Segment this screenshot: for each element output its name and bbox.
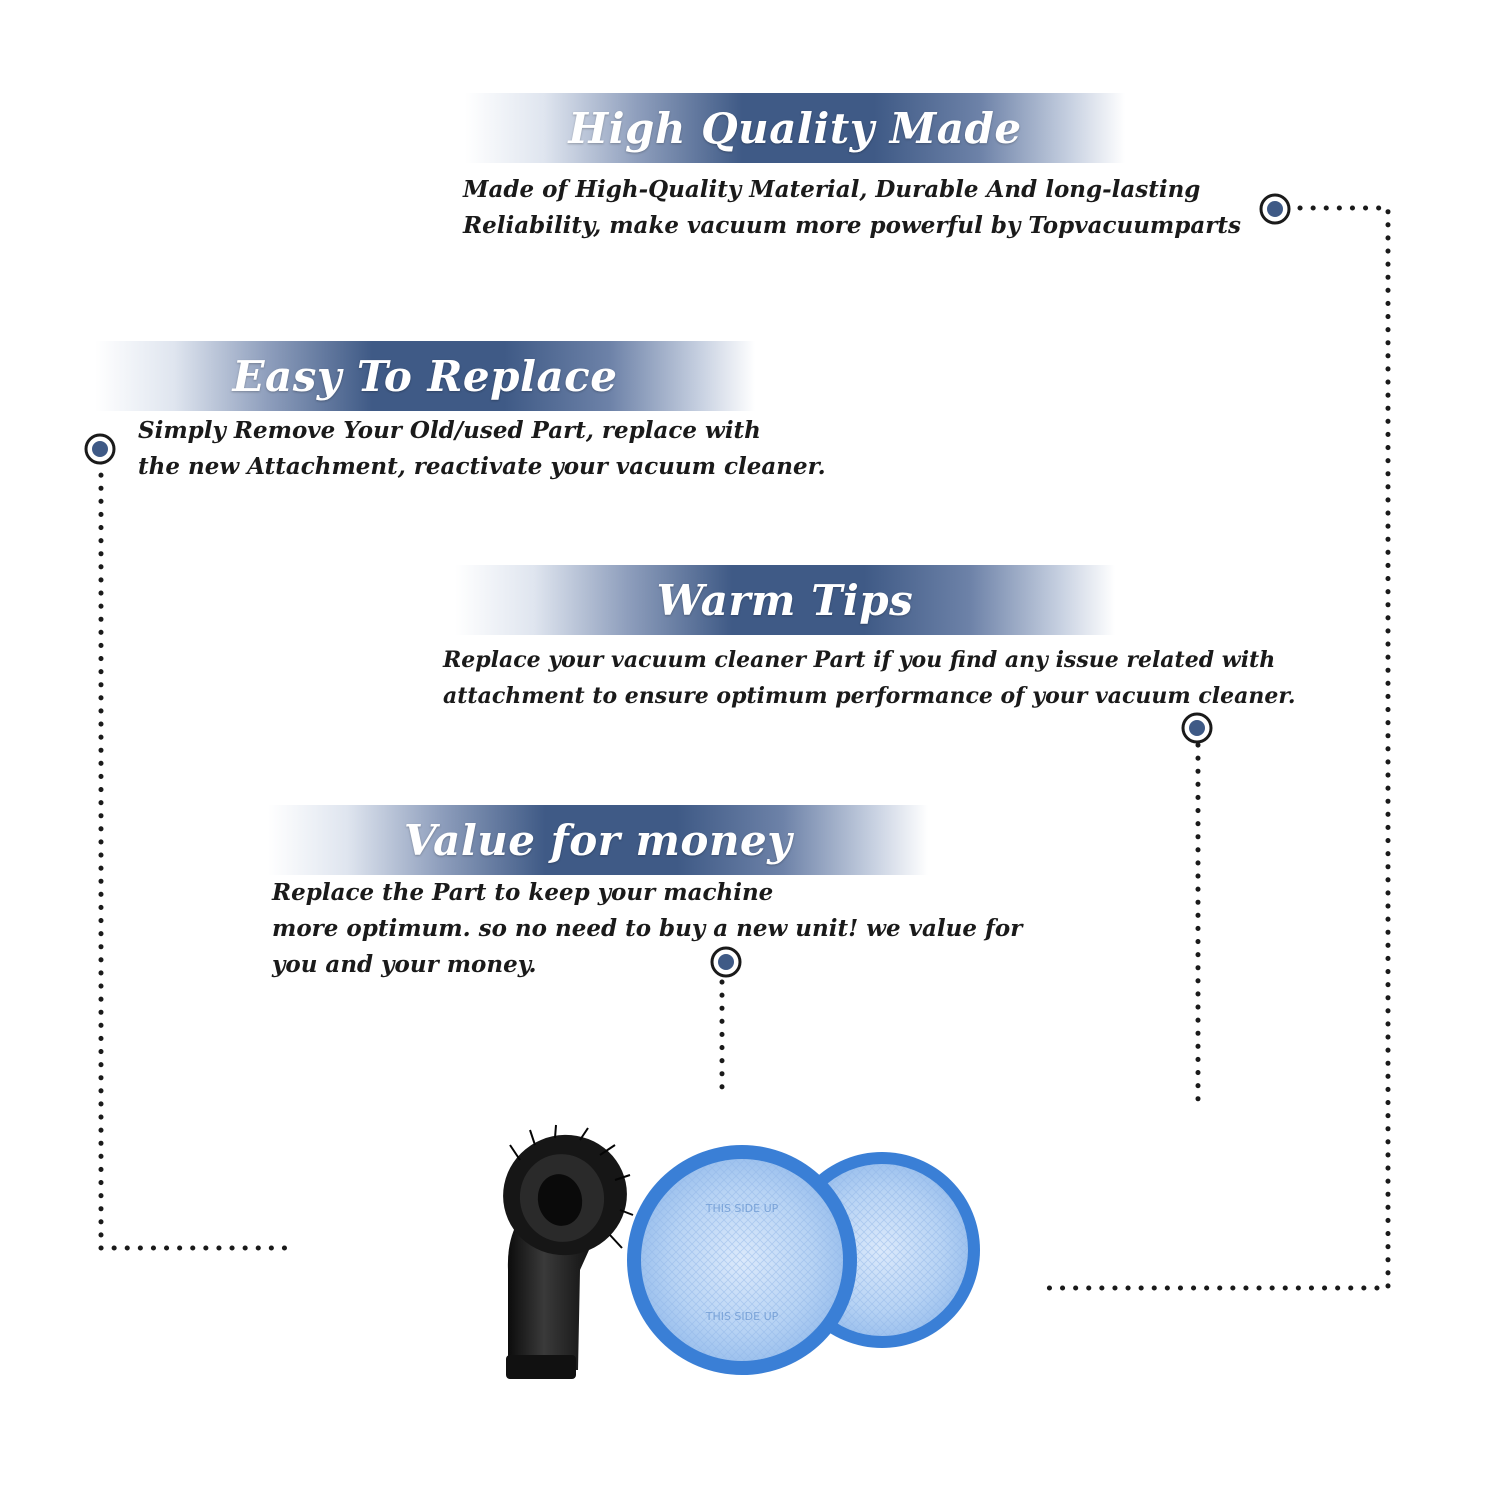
- banner-value: Value for money: [268, 805, 928, 875]
- bullet-markers: [84, 193, 1291, 978]
- banner-high-quality: High Quality Made: [465, 93, 1125, 163]
- product-image: THIS SIDE UP THIS SIDE UP: [503, 1124, 980, 1379]
- section-description: Made of High-Quality Material, Durable A…: [463, 176, 1241, 239]
- filter-print-text: THIS SIDE UP: [705, 1310, 779, 1323]
- connector-high-quality: [1037, 205, 1391, 1291]
- banner-warm-tips: Warm Tips: [455, 565, 1115, 635]
- section-title: Easy To Replace: [232, 351, 618, 401]
- section-description: Replace your vacuum cleaner Part if you …: [443, 647, 1296, 709]
- banner-easy-replace: Easy To Replace: [95, 341, 755, 411]
- section-title: Value for money: [403, 815, 793, 865]
- section-description: Simply Remove Your Old/used Part, replac…: [138, 417, 826, 480]
- brush-attachment: [503, 1124, 634, 1379]
- connector-easy-replace: [98, 459, 299, 1251]
- bullet-marker-icon: [84, 433, 116, 465]
- section-title: Warm Tips: [656, 575, 914, 625]
- bullet-marker-icon: [710, 946, 742, 978]
- section-description: Replace the Part to keep your machine mo…: [272, 879, 1023, 978]
- section-title: High Quality Made: [568, 103, 1022, 153]
- filter-print-text: THIS SIDE UP: [705, 1202, 779, 1215]
- filter-front: THIS SIDE UP THIS SIDE UP: [627, 1145, 857, 1375]
- bullet-marker-icon: [1259, 193, 1291, 225]
- bullet-marker-icon: [1181, 712, 1213, 744]
